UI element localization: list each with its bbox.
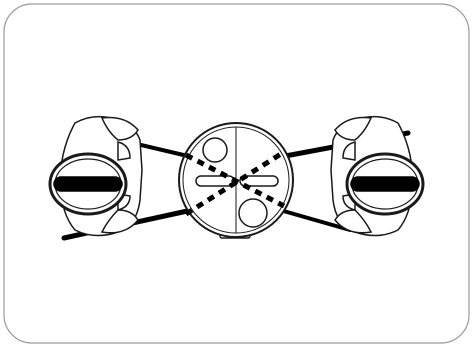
- left-knob-bar: [54, 177, 122, 191]
- housing-upper-left-port: [203, 138, 227, 162]
- right-knob-bar: [351, 177, 419, 191]
- housing-lower-right-port: [239, 199, 267, 227]
- housing-slot-left: [196, 176, 234, 186]
